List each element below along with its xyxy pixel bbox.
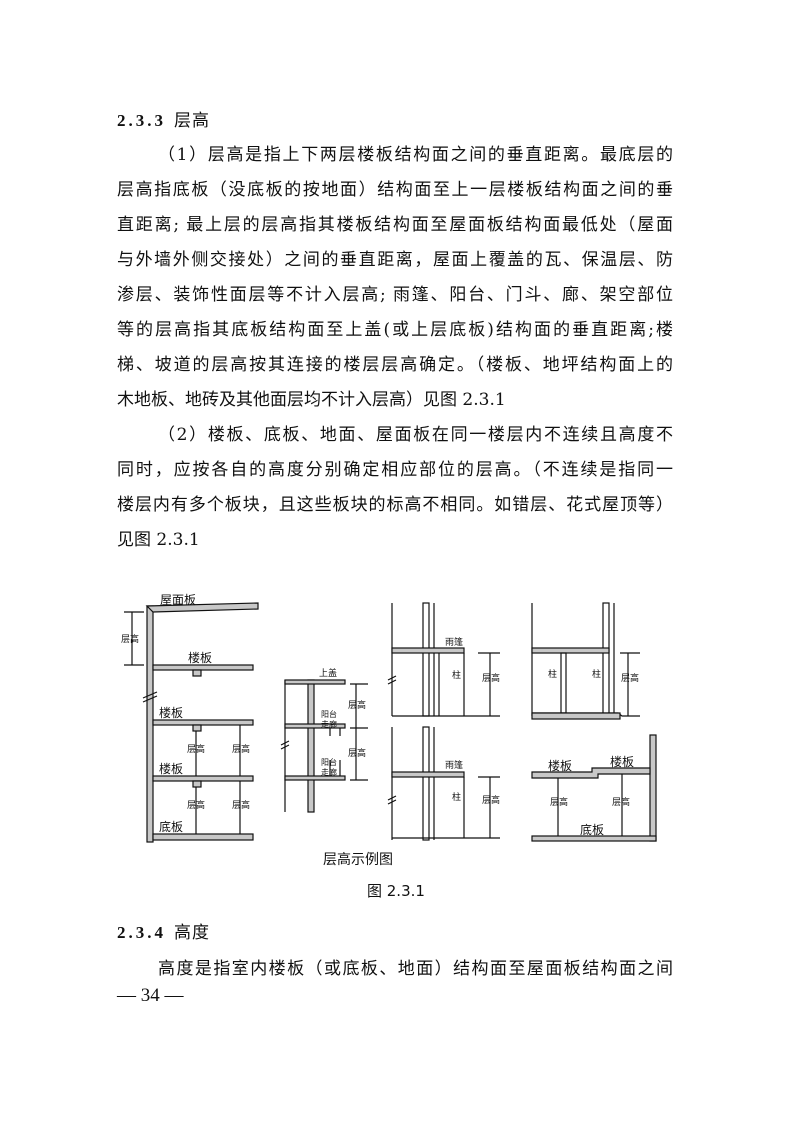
- figure-inner-caption: 层高示例图: [323, 852, 393, 868]
- label-storey-height: 层高: [348, 747, 366, 759]
- label-floor-slab: 楼板: [610, 754, 634, 769]
- label-balcony: 阳台: [321, 757, 337, 767]
- label-storey-height: 层高: [348, 699, 366, 711]
- paragraph-line: 等的层高指其底板结构面至上盖(或上层底板)结构面的垂直距离;楼: [117, 320, 673, 340]
- paragraph-line: 梯、坡道的层高按其连接的楼层层高确定。（楼板、地坪结构面上的: [117, 355, 673, 375]
- paragraph-line: 直距离; 最上层的层高指其楼板结构面至屋面板结构面最低处（屋面: [117, 215, 673, 235]
- label-roof-slab: 屋面板: [160, 593, 196, 607]
- paragraph-line: 同时，应按各自的高度分别确定相应部位的层高。（不连续是指同一: [117, 460, 673, 480]
- label-storey-height: 层高: [550, 796, 568, 808]
- page-number: — 34 —: [117, 985, 184, 1006]
- paragraph-line: （2）楼板、底板、地面、屋面板在同一楼层内不连续且高度不: [158, 425, 673, 445]
- paragraph-2: （2）楼板、底板、地面、屋面板在同一楼层内不连续且高度不 同时，应按各自的高度分…: [117, 418, 673, 558]
- section-heading-2-3-4: 2.3.4 高度: [117, 918, 210, 943]
- label-floor-slab: 楼板: [548, 758, 572, 773]
- label-bottom-slab: 底板: [159, 819, 183, 834]
- figure-caption: 图 2.3.1: [367, 882, 425, 900]
- section-number: 2.3.3: [117, 111, 166, 130]
- paragraph-line: 渗层、装饰性面层等不计入层高; 雨篷、阳台、门斗、廊、架空部位: [117, 285, 673, 305]
- paragraph-line: 木地板、地砖及其他面层均不计入层高）见图 2.3.1: [117, 390, 506, 410]
- paragraph-line: 与外墙外侧交接处）之间的垂直距离，屋面上覆盖的瓦、保温层、防: [117, 250, 673, 270]
- paragraph-line: 高度是指室内楼板（或底板、地面）结构面至屋面板结构面之间: [158, 959, 673, 979]
- storey-height-figure: 屋面板 层高 楼板 楼板 层高 层高 楼板 层高 层高 底板 上盖 阳台 走廊 …: [121, 593, 657, 843]
- label-floor-slab: 楼板: [188, 650, 212, 665]
- label-upper-cover: 上盖: [319, 667, 337, 679]
- label-column: 柱: [452, 791, 461, 803]
- label-storey-height: 层高: [482, 794, 500, 806]
- label-column: 柱: [592, 668, 601, 680]
- label-floor-slab: 楼板: [159, 761, 183, 776]
- label-column: 柱: [452, 669, 461, 681]
- label-column: 柱: [548, 668, 557, 680]
- label-storey-height: 层高: [612, 796, 630, 808]
- label-corridor: 走廊: [321, 767, 337, 777]
- label-canopy: 雨篷: [445, 636, 463, 648]
- label-storey-height: 层高: [187, 743, 205, 755]
- paragraph-line: 层高指底板（没底板的按地面）结构面至上一层楼板结构面之间的垂: [117, 180, 673, 200]
- label-corridor: 走廊: [321, 719, 337, 729]
- paragraph-line: 见图 2.3.1: [117, 530, 200, 550]
- section-heading-2-3-3: 2.3.3 层高: [117, 106, 210, 131]
- label-balcony: 阳台: [321, 709, 337, 719]
- paragraph-line: （1）层高是指上下两层楼板结构面之间的垂直距离。最底层的: [158, 145, 673, 165]
- section-title: 高度: [174, 923, 210, 943]
- label-storey-height: 层高: [621, 672, 639, 684]
- label-storey-height: 层高: [232, 799, 250, 811]
- paragraph-line: 楼层内有多个板块，且这些板块的标高不相同。如错层、花式屋顶等）: [117, 495, 673, 515]
- label-storey-height: 层高: [232, 743, 250, 755]
- section-number: 2.3.4: [117, 923, 166, 942]
- paragraph-1: （1）层高是指上下两层楼板结构面之间的垂直距离。最底层的 层高指底板（没底板的按…: [117, 138, 673, 418]
- paragraph-3: 高度是指室内楼板（或底板、地面）结构面至屋面板结构面之间: [117, 952, 673, 987]
- label-storey-height: 层高: [187, 799, 205, 811]
- label-storey-height: 层高: [121, 633, 139, 645]
- label-canopy: 雨篷: [445, 759, 463, 771]
- section-title: 层高: [174, 111, 210, 131]
- label-floor-slab: 楼板: [159, 705, 183, 720]
- label-bottom-slab: 底板: [580, 822, 604, 837]
- label-storey-height: 层高: [482, 672, 500, 684]
